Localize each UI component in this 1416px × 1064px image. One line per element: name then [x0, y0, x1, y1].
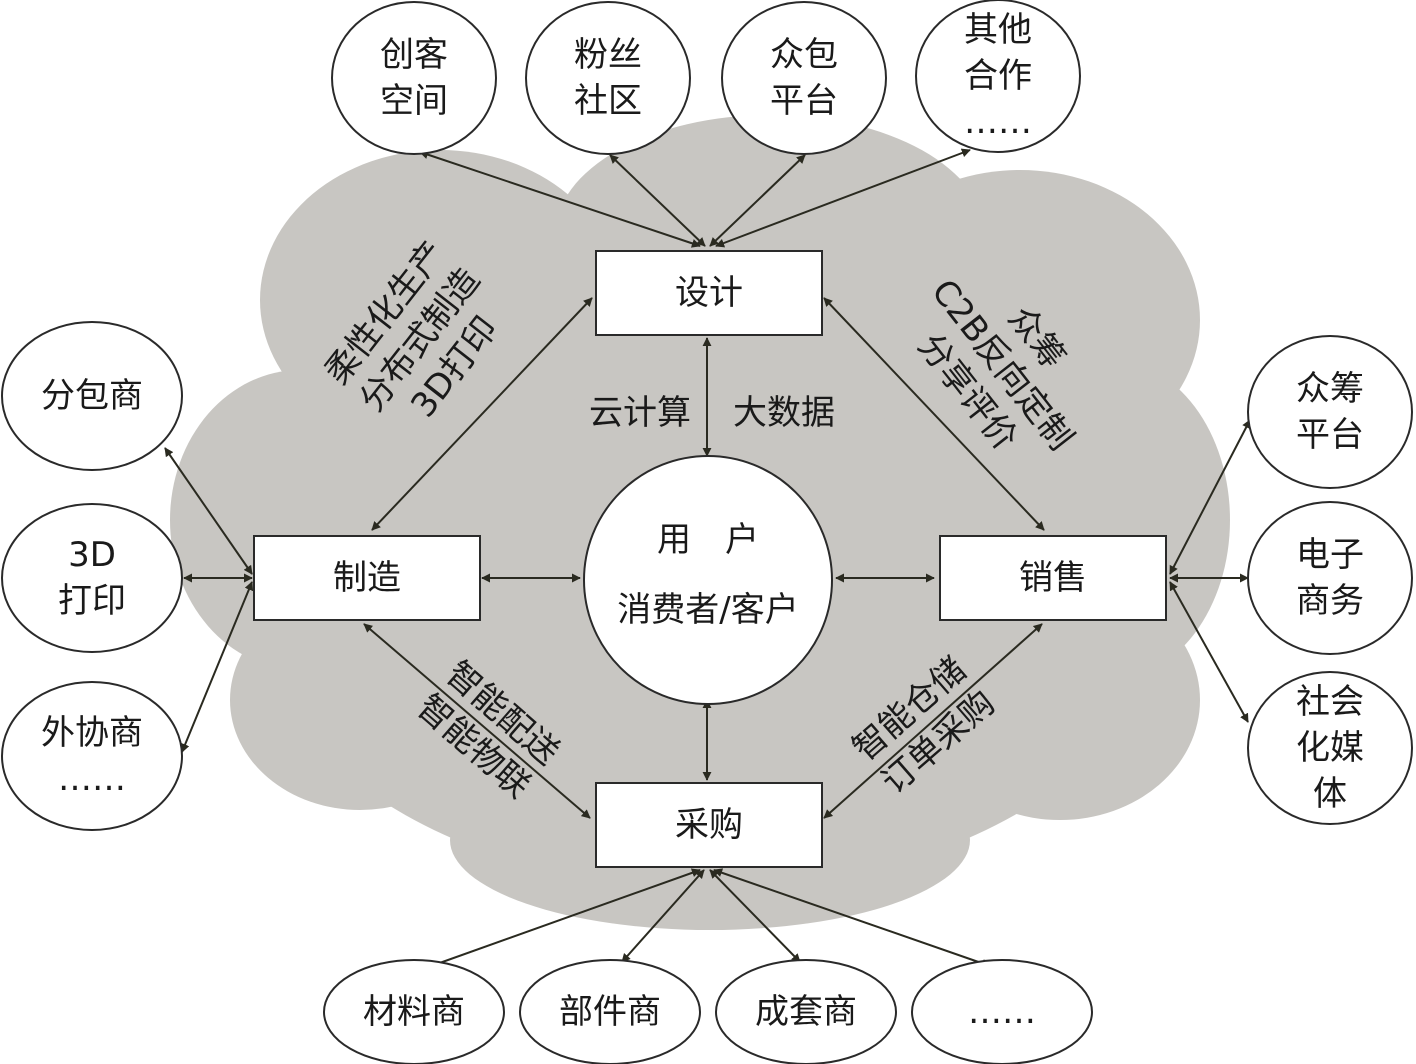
partner-node-label: 3D — [68, 535, 116, 575]
partner-node-label: 平台 — [770, 81, 838, 121]
partner-node-outline — [911, 959, 1093, 1064]
box-purchase: 采购 — [595, 782, 823, 868]
arrow-sales-zhongchou — [1169, 419, 1251, 575]
partner-node-label: …… — [58, 759, 126, 799]
partner-node-label: 商务 — [1296, 581, 1364, 621]
arrow-purchase-bujian — [621, 869, 705, 963]
partner-node-label: 打印 — [58, 581, 126, 621]
arrow-design-manufacture — [371, 297, 593, 531]
partner-node-label: 化媒 — [1296, 728, 1364, 768]
left-partner-node: 外协商 …… — [1, 681, 183, 831]
partner-node-label: 材料商 — [363, 992, 465, 1032]
partner-node-label: …… — [964, 102, 1032, 142]
arrow-fensi-design — [609, 154, 706, 247]
box-purchase-label: 采购 — [675, 805, 743, 845]
partner-node-label: 空间 — [380, 81, 448, 121]
partner-node-label: 粉丝 — [574, 35, 642, 75]
center-user-node: 用 户 消费者/客户 — [583, 455, 833, 705]
partner-node-outline — [331, 1, 497, 155]
partner-node-label: 众包 — [770, 35, 838, 75]
arrow-purchase-other — [713, 868, 991, 968]
partner-node-label: 众筹 — [1296, 369, 1364, 409]
partner-node-outline — [1, 681, 183, 831]
partner-node-outline — [323, 959, 505, 1064]
partner-node-label: 社会 — [1296, 682, 1364, 722]
connections — [164, 148, 1251, 972]
edge-label-cloud-computing: 云计算 — [589, 393, 691, 433]
arrow-waixie-manufacture — [180, 581, 254, 753]
partner-node-outline — [721, 1, 887, 155]
box-sales: 销售 — [939, 535, 1167, 621]
edge-label-big-data: 大数据 — [733, 393, 835, 433]
partner-node-label: 平台 — [1296, 415, 1364, 455]
bottom-partner-node: …… — [911, 959, 1093, 1064]
box-sales-label: 销售 — [1019, 558, 1087, 598]
box-manufacture: 制造 — [253, 535, 481, 621]
arrow-manufacture-purchase — [363, 623, 591, 819]
partner-node-label: 成套商 — [755, 992, 857, 1032]
partner-node-label: 电子 — [1296, 535, 1364, 575]
partner-node-label: 社区 — [574, 81, 642, 121]
partner-node-outline — [519, 959, 701, 1064]
partner-node-label: 创客 — [380, 35, 448, 75]
partner-node-label: 其他 — [964, 10, 1032, 50]
partner-node-outline — [1, 503, 183, 653]
bottom-partner-node: 部件商 — [519, 959, 701, 1064]
arrow-qita-design — [715, 148, 971, 248]
partner-node-outline — [915, 0, 1081, 153]
box-design: 设计 — [595, 250, 823, 336]
arrow-design-sales — [823, 297, 1045, 531]
left-partner-node: 3D 打印 — [1, 503, 183, 653]
partner-node-outline — [715, 959, 897, 1064]
partner-node-label: 外协商 — [41, 713, 143, 753]
left-partner-node: 分包商 — [1, 321, 183, 471]
arrow-fenbao-manufacture — [164, 447, 253, 575]
bottom-partner-node: 材料商 — [323, 959, 505, 1064]
box-manufacture-label: 制造 — [333, 558, 401, 598]
partner-node-label: 部件商 — [559, 992, 661, 1032]
center-user-subtitle: 消费者/客户 — [617, 590, 798, 630]
arrow-sales-shehui — [1169, 581, 1249, 723]
bottom-partner-node: 成套商 — [715, 959, 897, 1064]
center-user-title: 用 户 — [657, 520, 759, 560]
partner-node-label: 分包商 — [41, 376, 143, 416]
partner-node-outline — [1247, 671, 1413, 825]
arrow-sales-purchase — [823, 623, 1043, 819]
partner-node-outline — [525, 1, 691, 155]
partner-node-label: 体 — [1313, 774, 1347, 814]
box-design-label: 设计 — [675, 273, 743, 313]
partner-node-outline — [1247, 335, 1413, 489]
partner-node-outline — [1, 321, 183, 471]
partner-node-label: 合作 — [964, 56, 1032, 96]
partner-node-outline — [1247, 501, 1413, 655]
partner-node-label: …… — [968, 992, 1036, 1032]
